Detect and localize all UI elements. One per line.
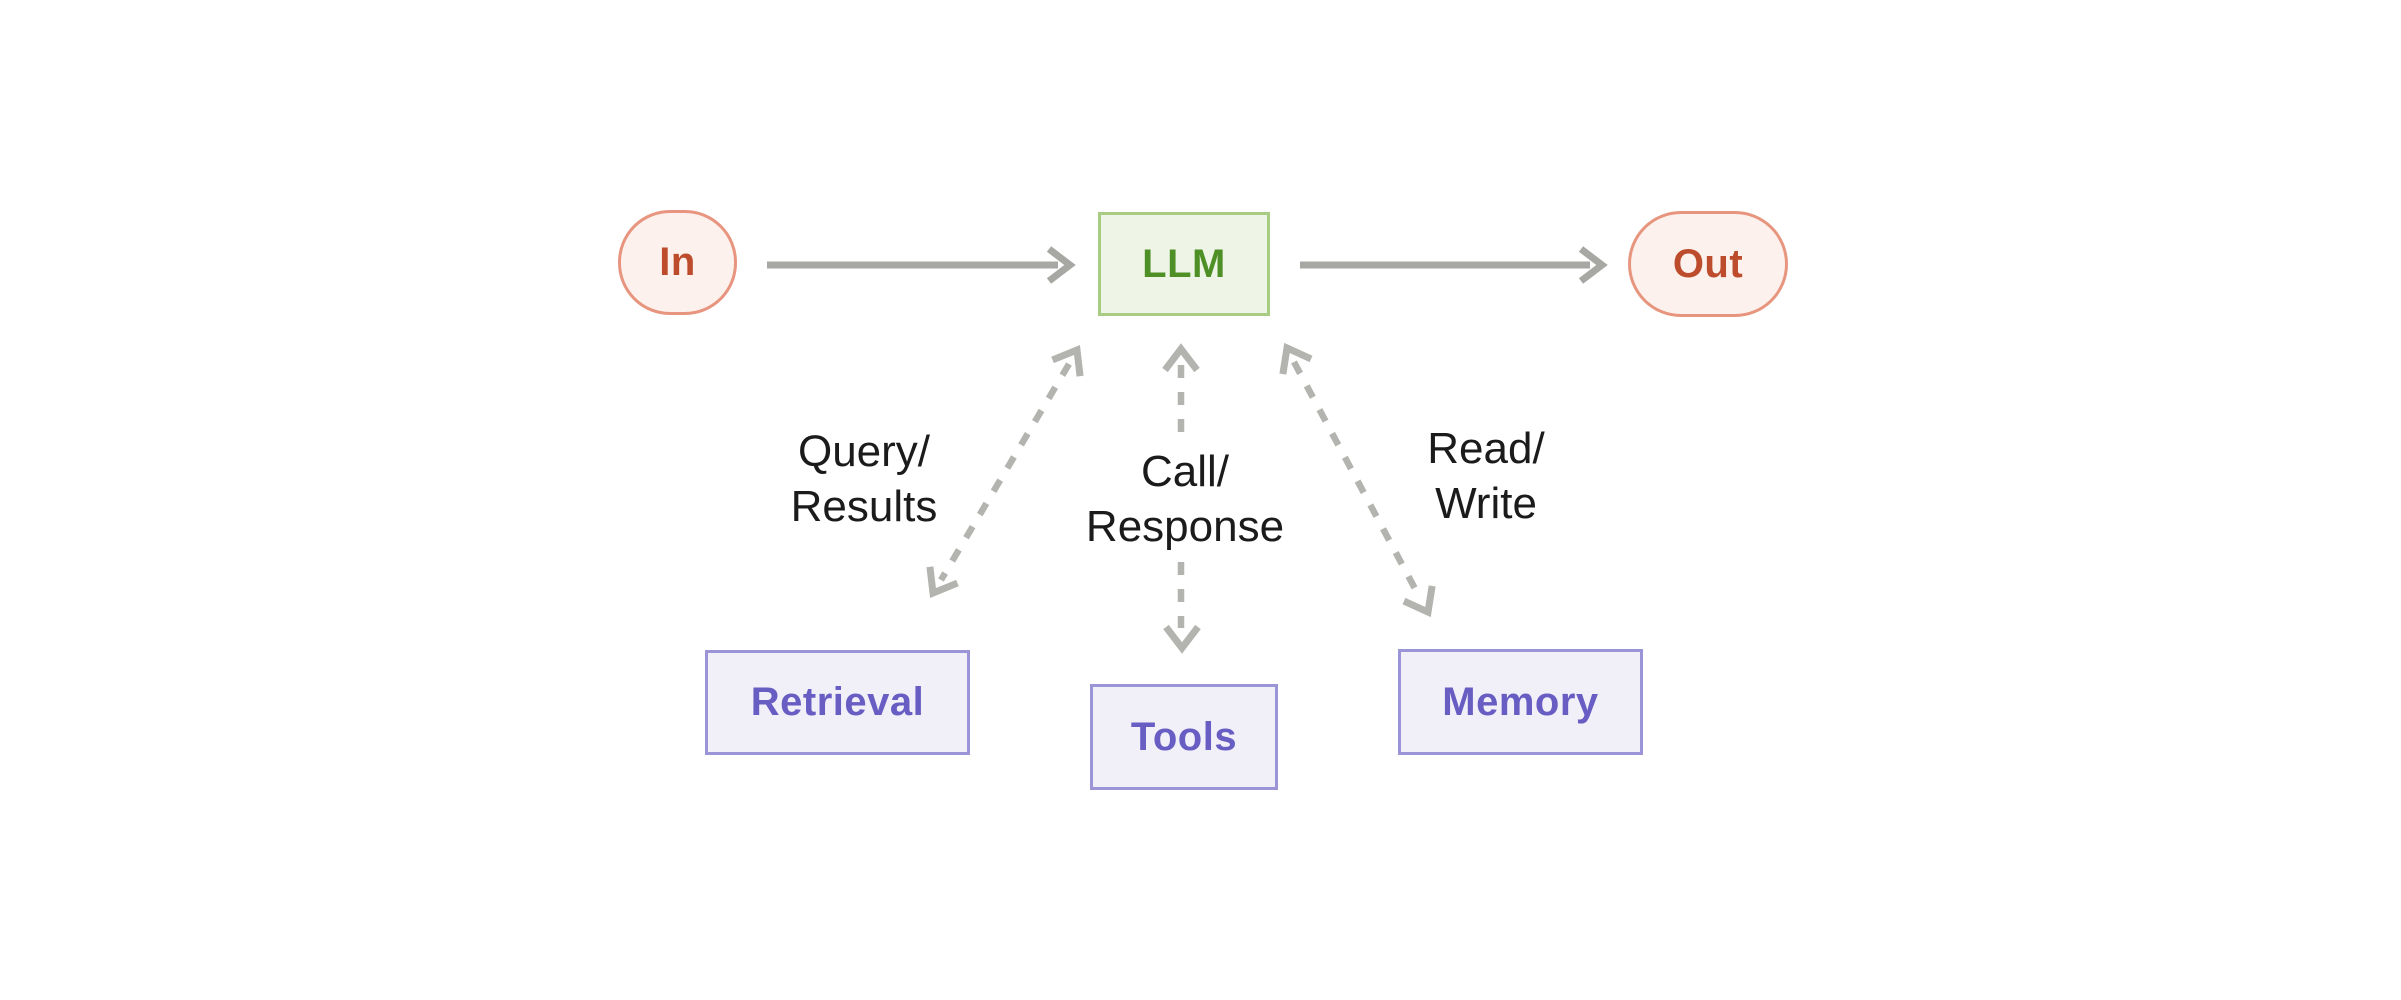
node-llm-label: LLM	[1142, 241, 1226, 286]
arrow-llm-retrieval	[926, 345, 1084, 598]
edge-label-call-response: Call/ Response	[1085, 447, 1285, 551]
node-out: Out	[1628, 211, 1788, 317]
node-retrieval: Retrieval	[705, 650, 970, 755]
arrow-llm-memory	[1279, 342, 1436, 618]
arrowhead-up-icon	[1162, 343, 1200, 373]
arrowhead-right-icon	[1578, 246, 1608, 284]
arrow-llm-to-out	[1300, 246, 1608, 284]
node-tools: Tools	[1090, 684, 1278, 790]
node-memory-label: Memory	[1442, 679, 1599, 724]
node-memory: Memory	[1398, 649, 1643, 755]
arrowhead-down-left-icon	[926, 566, 959, 598]
arrowhead-down-right-icon	[1402, 585, 1436, 618]
node-llm: LLM	[1098, 212, 1270, 316]
arrowhead-right-icon	[1046, 246, 1076, 284]
node-in-label: In	[659, 240, 696, 284]
node-in: In	[618, 210, 737, 315]
node-retrieval-label: Retrieval	[750, 680, 925, 724]
arrowhead-up-right-icon	[1051, 345, 1084, 377]
edge-label-read-write: Read/ Write	[1427, 424, 1545, 528]
edge-label-query-results: Query/ Results	[790, 427, 938, 531]
arrow-in-to-llm	[767, 246, 1076, 284]
arrowhead-down-icon	[1163, 624, 1201, 654]
arrow-llm-tools	[1162, 343, 1201, 654]
arrowhead-up-left-icon	[1279, 342, 1313, 375]
node-out-label: Out	[1672, 241, 1744, 286]
node-tools-label: Tools	[1130, 714, 1238, 759]
